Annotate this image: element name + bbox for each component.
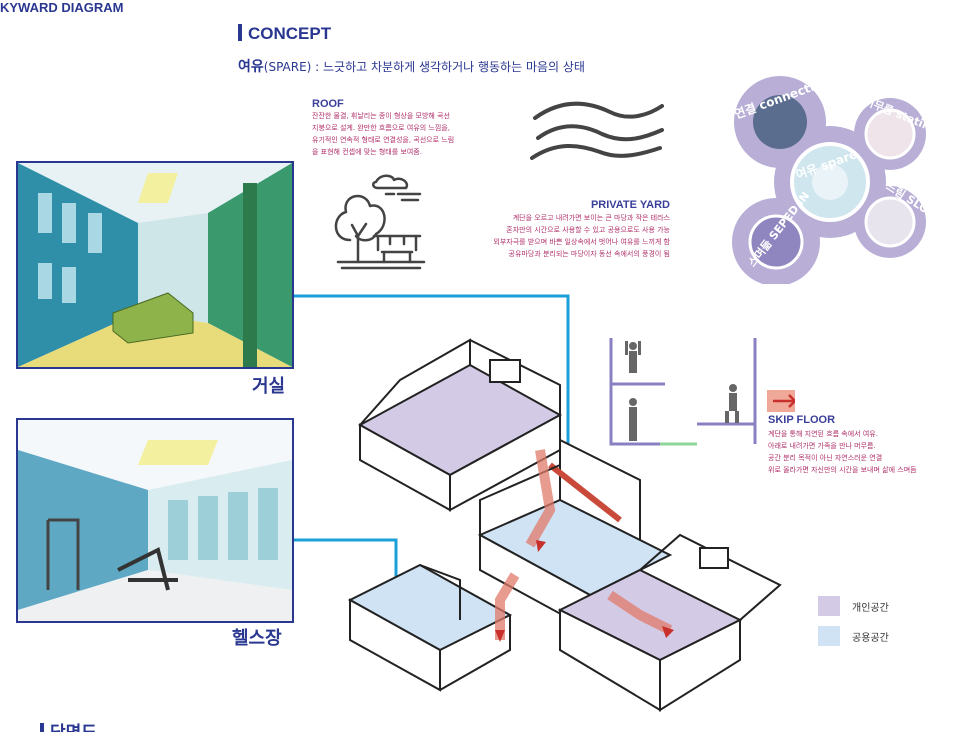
slow-node: [864, 196, 916, 248]
roof-title: ROOF: [312, 98, 344, 110]
roof-line: 유기적인 연속적 형태로 연결성을, 곡선으로 느림: [312, 136, 455, 144]
skip-floor-diagram: [609, 338, 795, 446]
skip-line: 위로 올라가면 자신만의 시간을 보내며 삶에 스며듬: [768, 466, 917, 474]
gym-caption: 헬스장: [232, 628, 282, 649]
tree-bench-icon: [334, 174, 426, 270]
concept-definition: (SPARE) : 느긋하고 차분하게 생각하거나 행동하는 마음의 상태: [263, 60, 585, 74]
skip-line: 공간 분리 목적이 아닌 자연스러운 연결: [768, 454, 883, 462]
yard-line: 외부자극를 받으며 바쁜 일상속에서 벗어나 여유를 느끼게 함: [493, 238, 670, 246]
living-room-caption: 거실: [252, 376, 286, 397]
skip-floor-description: 계단을 통해 지연된 흐름 속에서 여유. 아래로 내려가면 가족을 만나 머무…: [768, 428, 917, 476]
keyword-diagram-title: KYWARD DIAGRAM: [0, 0, 124, 15]
yard-line: 혼자만의 시간으로 사용할 수 있고 공용으로도 사용 가능: [506, 226, 670, 234]
axonometric-model: [347, 338, 782, 712]
wave-icon: [530, 101, 664, 160]
private-yard-title: PRIVATE YARD: [590, 199, 670, 211]
legend-public-swatch: [818, 626, 840, 646]
living-room-sketch: [16, 161, 294, 369]
private-yard-description: 계단을 오르고 내려가면 보이는 큰 마당과 작은 테라스 혼자만의 시간으로 …: [440, 212, 670, 260]
stating-node: [864, 108, 916, 160]
section-heading: 단면도: [40, 718, 97, 732]
yard-line: 공유마당과 분리되는 마당이자 동선 속에서의 풍경이 됨: [508, 250, 670, 258]
circulation-arrows: [495, 449, 673, 640]
roof-description: 잔잔한 물결, 휘날리는 종이 형상을 모방해 곡선 지붕으로 설계. 완만한 …: [312, 110, 454, 158]
section-title: 단면도: [50, 723, 97, 732]
person-figures: [625, 341, 739, 441]
legend-public-label: 공용공간: [852, 632, 889, 644]
heading-bar: [238, 24, 242, 41]
gym-illustration: [18, 420, 292, 621]
connection-node: [753, 95, 807, 149]
roof-line: 잔잔한 물결, 휘날리는 종이 형상을 모방해 곡선: [312, 112, 450, 120]
legend-private: 개인공간: [818, 596, 889, 616]
concept-title: CONCEPT: [248, 24, 332, 43]
seped-in-node: [748, 214, 804, 270]
legend-private-swatch: [818, 596, 840, 616]
roof-line: 지붕으로 설계. 완만한 흐름으로 여유의 느낌을,: [312, 124, 450, 132]
concept-subtitle: 여유(SPARE) : 느긋하고 차분하게 생각하거나 행동하는 마음의 상태: [238, 56, 585, 76]
keyword-diagram: 여유 spare 연결 connection 머무름 stating 느림 SL…: [732, 73, 941, 284]
center-core: [812, 164, 848, 200]
yard-line: 계단을 오르고 내려가면 보이는 큰 마당과 작은 테라스: [512, 214, 670, 222]
concept-keyword: 여유: [238, 59, 264, 75]
legend-public: 공용공간: [818, 626, 889, 646]
living-room-illustration: [18, 163, 292, 367]
heading-bar: [40, 723, 44, 732]
concept-icons: [334, 101, 664, 270]
skip-floor-title: SKIP FLOOR: [768, 414, 836, 426]
red-arrowheads: [495, 540, 674, 642]
skip-line: 아래로 내려가면 가족을 만나 머무름.: [768, 442, 876, 450]
skip-line: 계단을 통해 지연된 흐름 속에서 여유.: [768, 430, 878, 438]
roof-line: 을 표현해 컨셉에 맞는 형태를 보여줌.: [312, 148, 422, 156]
gym-sketch: [16, 418, 294, 623]
legend-private-label: 개인공간: [852, 602, 889, 614]
concept-heading: CONCEPT: [238, 24, 331, 44]
